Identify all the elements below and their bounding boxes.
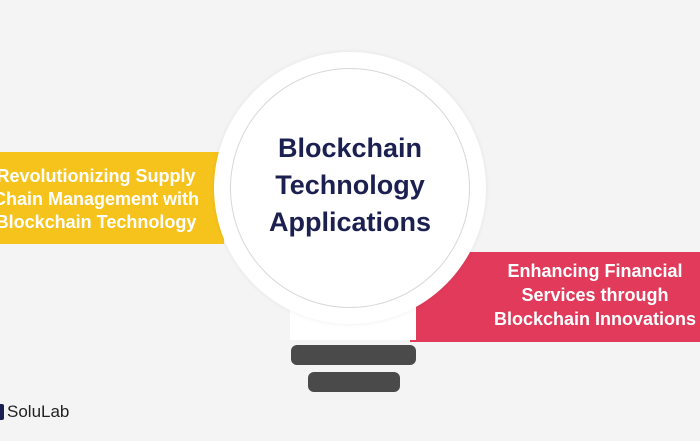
supply-chain-line-1: Revolutionizing Supply — [0, 166, 196, 186]
bulb-base-lower — [308, 372, 400, 392]
financial-services-banner-text: Enhancing Financial Services through Blo… — [470, 259, 700, 331]
center-title-line-3: Applications — [268, 207, 431, 237]
financial-line-1: Enhancing Financial — [507, 261, 683, 281]
solulab-logo-icon — [0, 404, 4, 420]
center-title-line-2: Technology — [275, 170, 425, 200]
center-title: Blockchain Technology Applications — [230, 130, 470, 241]
supply-chain-banner — [0, 152, 224, 244]
supply-chain-line-2: Chain Management with — [0, 189, 199, 209]
financial-line-2: Services through — [521, 285, 669, 305]
supply-chain-line-3: Blockchain Technology — [0, 212, 197, 232]
company-logo: SoluLab — [0, 401, 69, 423]
logo-text: SoluLab — [7, 402, 70, 421]
supply-chain-banner-text: Revolutionizing Supply Chain Management … — [0, 165, 206, 234]
bulb-base-upper — [291, 345, 416, 365]
bulb-inner-ring — [230, 68, 470, 308]
center-title-line-1: Blockchain — [277, 133, 423, 163]
financial-line-3: Blockchain Innovations — [493, 309, 697, 329]
